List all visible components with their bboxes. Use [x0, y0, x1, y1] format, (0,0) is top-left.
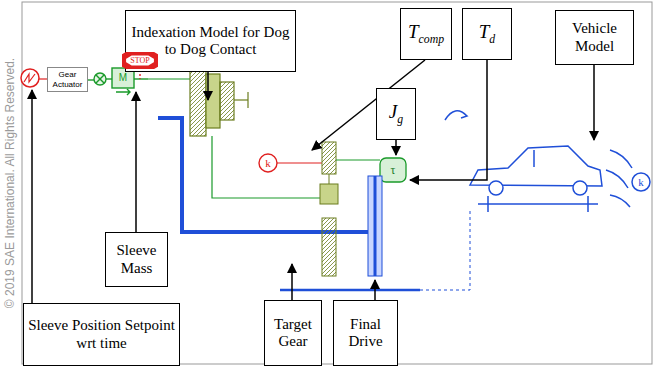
leader-arrow	[207, 72, 209, 100]
final-drive-symbol	[368, 176, 382, 276]
spring-symbol	[259, 154, 322, 172]
sleeve-mass-symbol	[116, 89, 130, 95]
vehicle-symbol	[445, 111, 467, 120]
vehicle-symbol	[632, 173, 650, 191]
final-drive-symbol	[374, 176, 377, 276]
setpoint-source	[21, 69, 39, 87]
gear-symbols	[322, 142, 336, 174]
vehicle-symbol	[489, 181, 503, 195]
vehicle-symbol	[488, 196, 588, 212]
vehicle-symbol	[445, 111, 650, 212]
sleeve-mass-symbol	[87, 68, 148, 95]
indexation-model-symbol	[190, 66, 206, 136]
leader-arrow	[291, 264, 293, 300]
gear-symbols	[336, 160, 380, 161]
callout-box: Tcomp	[400, 8, 452, 60]
leader-arrow	[410, 60, 487, 180]
setpoint-source	[39, 78, 47, 79]
indexation-model-symbol	[234, 99, 248, 100]
spring-symbol	[259, 154, 277, 172]
setpoint-source	[21, 69, 47, 87]
leader-arrow	[312, 60, 425, 150]
vehicle-symbol	[470, 146, 602, 186]
setpoint-source	[24, 74, 35, 82]
callout-text: Target Gear	[269, 316, 317, 351]
callout-box: Jg	[376, 88, 416, 140]
stop-octagon: STOP	[122, 52, 158, 69]
sleeve-mass-symbol	[96, 75, 104, 83]
actuator-box: Gear Actuator	[47, 67, 88, 92]
indexation-model-symbol	[220, 82, 234, 120]
sleeve-mass-symbol	[94, 73, 106, 85]
callout-text: Sleeve Position Setpoint wrt time	[28, 317, 175, 352]
callout-box: Vehicle Model	[555, 10, 634, 65]
callout-box: Sleeve Mass	[105, 232, 168, 287]
vehicle-symbol	[478, 203, 598, 205]
callout-text: Final Drive	[338, 316, 393, 351]
copyright-watermark: © 2019 SAE International. All Rights Res…	[4, 58, 16, 308]
indexation-model-symbol	[148, 66, 248, 136]
gear-shaft	[212, 136, 322, 198]
symbol-text: Jg	[389, 101, 403, 126]
leader-arrow	[135, 92, 137, 232]
inertia-torque-symbol	[380, 158, 406, 182]
callout-text: Sleeve Mass	[110, 242, 163, 277]
sleeve-mass-symbol	[134, 78, 148, 79]
callout-text: STOP	[130, 56, 149, 65]
callout-text: Vehicle Model	[560, 20, 629, 55]
mass-symbol-letter: M	[119, 73, 127, 83]
vehicle-symbol	[606, 150, 632, 207]
indexation-model-symbol	[148, 78, 190, 79]
stiffness-symbol-letter: k	[638, 177, 644, 188]
callout-box: Target Gear	[264, 300, 322, 366]
torque-symbol-letter: τ	[391, 164, 396, 176]
inertia-torque-symbol	[380, 158, 406, 182]
final-drive-symbol	[280, 289, 420, 292]
leader-arrow	[374, 280, 376, 300]
leader-arrow	[31, 90, 33, 303]
final-drive-symbol	[420, 210, 470, 290]
callout-box: Sleeve Position Setpoint wrt time	[23, 303, 180, 366]
gear-symbols	[320, 184, 338, 204]
sleeve-mass-symbol	[106, 78, 112, 79]
octagon-outline	[123, 53, 157, 69]
leader-arrow	[593, 65, 595, 140]
vehicle-symbol	[533, 150, 535, 167]
callout-box: Td	[462, 8, 512, 60]
gear-symbols	[329, 174, 330, 184]
indexation-model-symbol	[247, 92, 248, 108]
callout-box: Final Drive	[333, 300, 398, 366]
symbol-text: Tcomp	[408, 21, 444, 46]
symbol-text: Td	[479, 21, 495, 46]
spring-symbol	[277, 162, 322, 163]
vehicle-symbol	[573, 181, 587, 195]
spring-symbol-letter: k	[265, 158, 271, 169]
leader-arrow	[395, 140, 397, 155]
callout-text: Gear Actuator	[50, 70, 85, 88]
sleeve-shaft	[158, 118, 378, 232]
gear-symbols	[322, 218, 336, 276]
sleeve-mass-symbol	[87, 79, 94, 80]
sleeve-mass-symbol	[96, 75, 104, 83]
final-drive-symbol	[280, 176, 470, 290]
